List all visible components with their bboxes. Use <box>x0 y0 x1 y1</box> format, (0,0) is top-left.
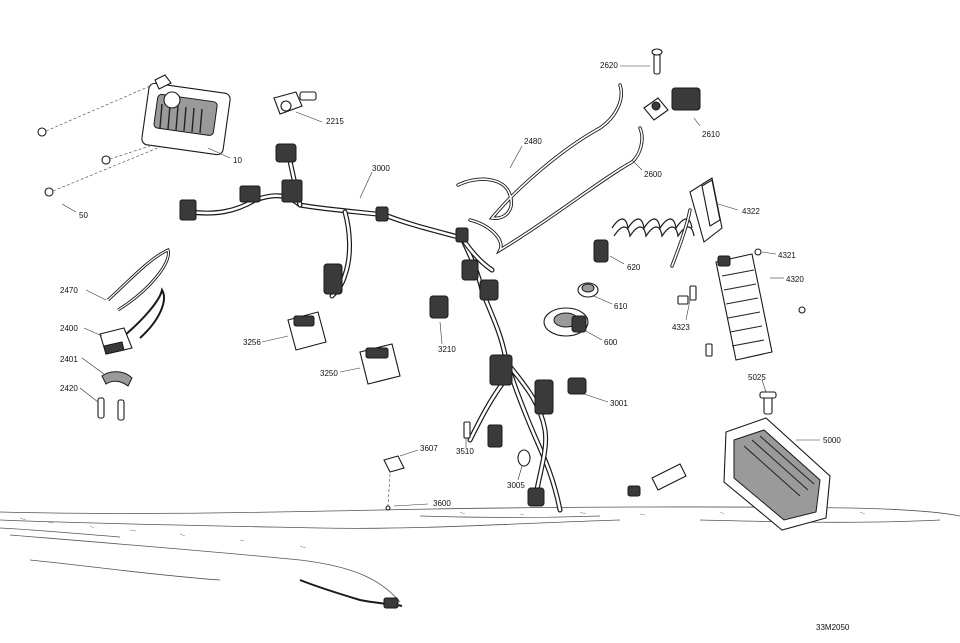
control-module-10 <box>141 74 231 156</box>
label-3607: 3607 <box>420 444 438 453</box>
label-600: 600 <box>604 338 618 347</box>
grommet-3607 <box>383 455 405 511</box>
label-2600: 2600 <box>644 170 662 179</box>
label-4322: 4322 <box>742 207 760 216</box>
coiled-cord-620 <box>593 208 695 268</box>
switch-3256 <box>287 311 327 351</box>
label-3005: 3005 <box>507 481 525 490</box>
screw-50-group <box>37 85 161 197</box>
label-2610: 2610 <box>702 130 720 139</box>
main-harness-3000 <box>179 143 563 513</box>
nut-4321 <box>754 248 806 314</box>
sensor-2215 <box>273 91 317 115</box>
label-2400: 2400 <box>60 324 78 333</box>
cap-610 <box>577 282 599 298</box>
connector-3005 <box>517 449 531 467</box>
drawing-code: 33M2050 <box>816 623 850 632</box>
lower-harness <box>299 579 403 609</box>
label-5025: 5025 <box>748 373 766 382</box>
label-50: 50 <box>79 211 88 220</box>
tube-2600 <box>468 126 644 255</box>
callout-labels: 10 50 2215 3000 2480 2620 2610 2600 4322… <box>60 61 850 632</box>
label-3250: 3250 <box>320 369 338 378</box>
strap-2470 <box>106 247 170 339</box>
label-4321: 4321 <box>778 251 796 260</box>
buzzer-600 <box>543 307 589 337</box>
bolt-2620 <box>651 48 663 75</box>
label-3510: 3510 <box>456 447 474 456</box>
stud-4323 <box>677 285 713 357</box>
label-3001: 3001 <box>610 399 628 408</box>
label-3600: 3600 <box>433 499 451 508</box>
clip-2401 <box>101 371 133 387</box>
pin-2420 <box>97 397 125 421</box>
label-3256: 3256 <box>243 338 261 347</box>
label-2470: 2470 <box>60 286 78 295</box>
label-3210: 3210 <box>438 345 456 354</box>
label-2620: 2620 <box>600 61 618 70</box>
sensor-2610 <box>643 87 701 121</box>
connector-3210 <box>429 295 449 319</box>
leader-lines <box>61 65 820 507</box>
tube-2480 <box>456 83 623 220</box>
label-610: 610 <box>614 302 628 311</box>
cover-4322 <box>689 177 723 243</box>
label-2480: 2480 <box>524 137 542 146</box>
connector-3510 <box>463 421 471 439</box>
label-4320: 4320 <box>786 275 804 284</box>
ecu-5000 <box>627 417 831 531</box>
connector-3001 <box>567 377 587 395</box>
label-10: 10 <box>233 156 242 165</box>
switch-3250 <box>359 343 401 385</box>
label-2420: 2420 <box>60 384 78 393</box>
ground-texture <box>0 506 960 603</box>
label-4323: 4323 <box>672 323 690 332</box>
clip-2400 <box>99 327 133 355</box>
label-620: 620 <box>627 263 641 272</box>
ecu-4320 <box>715 253 773 361</box>
label-3000: 3000 <box>372 164 390 173</box>
label-2215: 2215 <box>326 117 344 126</box>
bolt-5025 <box>759 391 777 415</box>
label-2401: 2401 <box>60 355 78 364</box>
label-5000: 5000 <box>823 436 841 445</box>
